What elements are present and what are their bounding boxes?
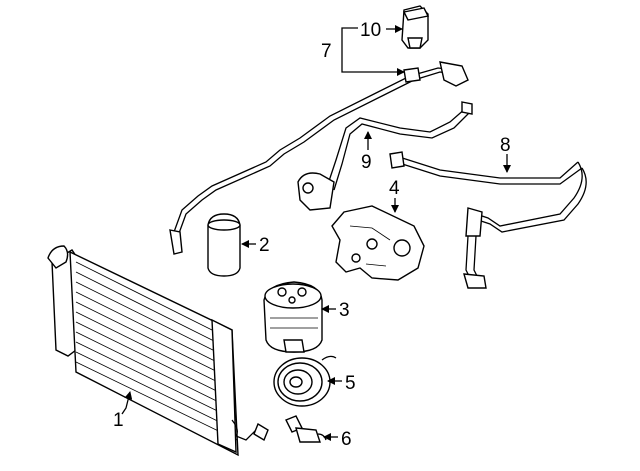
callout-label-1: 1 bbox=[113, 410, 124, 431]
callout-label-3: 3 bbox=[339, 300, 350, 321]
leader-lines bbox=[121, 25, 511, 441]
compressor-part bbox=[263, 281, 323, 353]
pressure-switch-part bbox=[401, 5, 430, 49]
callout-label-5: 5 bbox=[345, 373, 356, 394]
fitting-part bbox=[285, 415, 327, 443]
bracket-part bbox=[331, 205, 425, 281]
clutch-pulley-part bbox=[273, 355, 337, 407]
callout-label-6: 6 bbox=[341, 429, 352, 450]
hose-assembly-7 bbox=[169, 61, 469, 255]
hose-assembly-8 bbox=[389, 151, 587, 289]
drier-part bbox=[207, 213, 241, 277]
callout-label-7: 7 bbox=[321, 41, 332, 62]
callout-label-8: 8 bbox=[500, 135, 511, 156]
callout-label-4: 4 bbox=[389, 178, 400, 199]
callout-label-2: 2 bbox=[259, 235, 270, 256]
callout-label-9: 9 bbox=[361, 152, 372, 173]
hose-assembly-9 bbox=[297, 101, 473, 211]
condenser-part bbox=[47, 245, 269, 457]
callout-label-10: 10 bbox=[360, 20, 381, 41]
